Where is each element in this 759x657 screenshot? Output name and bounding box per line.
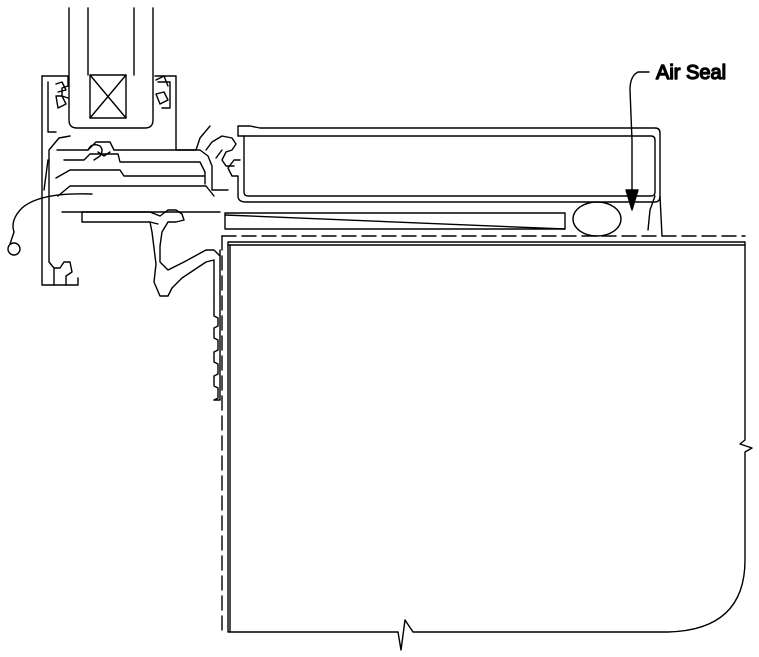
backer-rod [572, 201, 622, 237]
arrowhead-icon [625, 189, 639, 211]
head-member [227, 125, 663, 237]
spacer-block [89, 74, 127, 119]
shim-wedge [224, 212, 566, 230]
sash-fin-extrusion [81, 135, 237, 303]
frame-extrusion [41, 75, 229, 286]
air-seal-leader [625, 71, 650, 211]
wall-section [221, 235, 753, 651]
glazing-unit [68, 7, 154, 129]
wall-fin [213, 249, 221, 401]
air-seal-label: Air Seal [656, 62, 726, 84]
drip-tether [7, 193, 93, 256]
